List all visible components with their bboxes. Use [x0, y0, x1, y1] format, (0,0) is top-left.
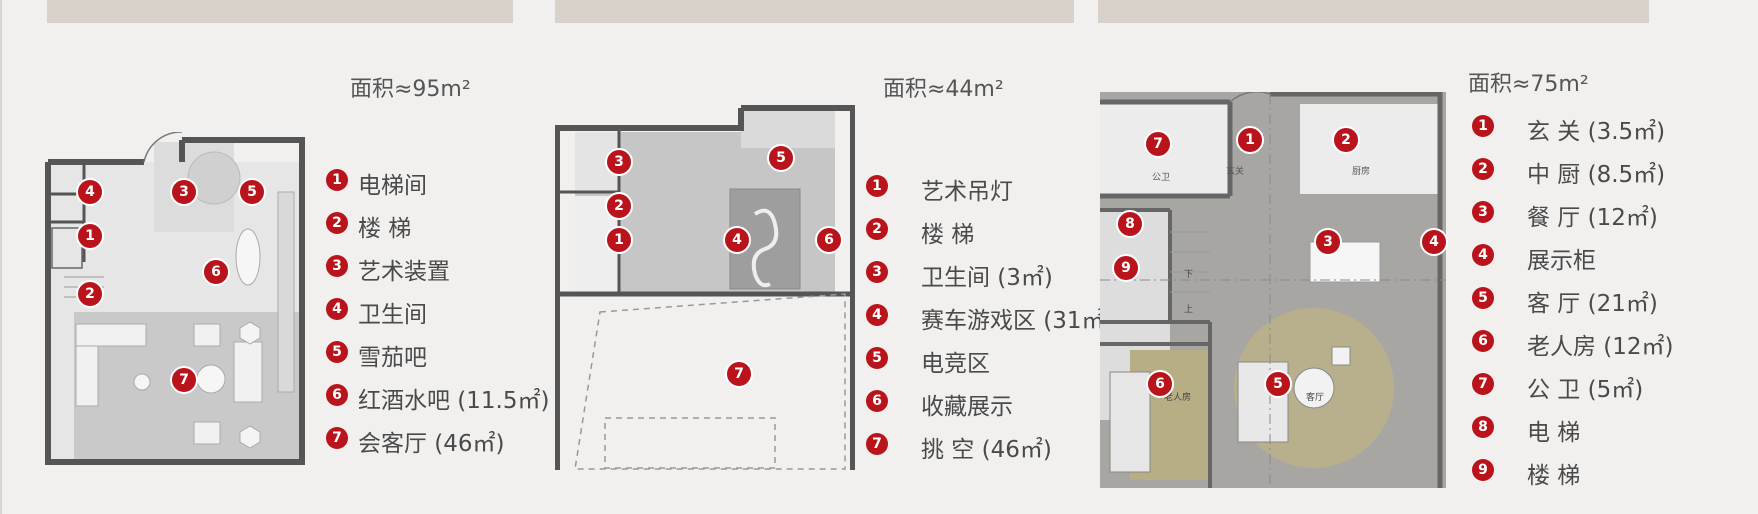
- header-band-2: [555, 0, 1074, 23]
- plan2-marker-4: 4: [723, 226, 751, 254]
- plan2-marker-3: 3: [605, 148, 633, 176]
- legend1-label: 雪茄吧: [358, 345, 427, 371]
- plan2-marker-6: 6: [815, 226, 843, 254]
- plan3-marker-3: 3: [1314, 228, 1342, 256]
- plan3-text-chufang: 厨房: [1352, 167, 1371, 177]
- legend3-num: 5: [1472, 287, 1494, 309]
- legend1-num: 3: [326, 255, 348, 277]
- legend3-label: 客 厅 (21㎡): [1527, 291, 1658, 317]
- plan3-marker-2: 2: [1332, 126, 1360, 154]
- legend3-num: 7: [1472, 373, 1494, 395]
- plan3-text-shang: 上: [1184, 305, 1194, 315]
- plan2-marker-2: 2: [605, 192, 633, 220]
- plan3-text-keting: 客厅: [1306, 393, 1325, 403]
- plan1-marker-3: 3: [170, 178, 198, 206]
- plan1-marker-7: 7: [170, 366, 198, 394]
- plan1-marker-1: 1: [76, 222, 104, 250]
- legend3-num: 9: [1472, 459, 1494, 481]
- legend1-num: 2: [326, 212, 348, 234]
- floor-plan-1: 1 2 3 4 5 6 7: [44, 132, 306, 472]
- legend2-label: 收藏展示: [921, 394, 1013, 420]
- plan3-marker-5: 5: [1264, 370, 1292, 398]
- legend3-label: 电 梯: [1527, 420, 1581, 446]
- plan3-marker-6: 6: [1146, 370, 1174, 398]
- legend3-label: 老人房 (12㎡): [1527, 334, 1674, 360]
- legend1-label: 会客厅 (46㎡): [358, 431, 505, 457]
- plan2-marker-5: 5: [767, 144, 795, 172]
- legend2-label: 电竞区: [921, 351, 990, 377]
- legend1-label: 卫生间: [358, 302, 427, 328]
- legend3-label: 餐 厅 (12㎡): [1527, 205, 1658, 231]
- plan3-text-xia: 下: [1184, 270, 1194, 280]
- legend1-num: 5: [326, 341, 348, 363]
- plan1-marker-5: 5: [238, 178, 266, 206]
- plan3-marker-7: 7: [1144, 130, 1172, 158]
- legend1-label: 艺术装置: [358, 259, 450, 285]
- header-band-3: [1098, 0, 1649, 23]
- legend3-label: 玄 关 (3.5㎡): [1527, 119, 1666, 145]
- legend3-num: 4: [1472, 244, 1494, 266]
- legend2-num: 2: [866, 218, 888, 240]
- legend2-num: 7: [866, 433, 888, 455]
- legend2-num: 6: [866, 390, 888, 412]
- plan1-marker-6: 6: [202, 258, 230, 286]
- floor-plan-3: 公卫 玄关 厨房 老人房 客厅 下 上 1 2 3 4 5 6 7 8 9: [1100, 92, 1448, 488]
- plan3-text-gongwei: 公卫: [1152, 173, 1171, 183]
- plan3-marker-9: 9: [1112, 254, 1140, 282]
- legend2-label: 挑 空 (46㎡): [921, 437, 1052, 463]
- plan3-text-laorenfang: 老人房: [1164, 393, 1192, 403]
- legend3-num: 6: [1472, 330, 1494, 352]
- area-label-2: 面积≈44m²: [883, 77, 1004, 102]
- plan1-marker-4: 4: [76, 178, 104, 206]
- legend2-label: 赛车游戏区 (31㎡): [921, 308, 1114, 334]
- legend1-label: 楼 梯: [358, 216, 412, 242]
- legend2-label: 卫生间 (3㎡): [921, 265, 1053, 291]
- legend1-num: 4: [326, 298, 348, 320]
- legend3-label: 公 卫 (5㎡): [1527, 377, 1644, 403]
- legend1-num: 1: [326, 169, 348, 191]
- legend1-num: 7: [326, 427, 348, 449]
- legend2-label: 艺术吊灯: [921, 179, 1013, 205]
- legend3-num: 1: [1472, 115, 1494, 137]
- plan3-text-xuanguan: 玄关: [1226, 167, 1245, 177]
- legend3-num: 2: [1472, 158, 1494, 180]
- legend3-label: 楼 梯: [1527, 463, 1581, 489]
- area-label-3: 面积≈75m²: [1468, 72, 1589, 97]
- legend1-num: 6: [326, 384, 348, 406]
- plan1-marker-2: 2: [76, 280, 104, 308]
- header-band-1: [47, 0, 513, 23]
- legend2-num: 3: [866, 261, 888, 283]
- legend3-label: 展示柜: [1527, 248, 1596, 274]
- legend3-num: 8: [1472, 416, 1494, 438]
- plan2-marker-1: 1: [605, 226, 633, 254]
- legend1-label: 红酒水吧 (11.5㎡): [358, 388, 550, 414]
- legend3-label: 中 厨 (8.5㎡): [1527, 162, 1666, 188]
- plan2-marker-7: 7: [725, 360, 753, 388]
- legend2-num: 1: [866, 175, 888, 197]
- legend2-label: 楼 梯: [921, 222, 975, 248]
- plan3-marker-1: 1: [1236, 126, 1264, 154]
- floor-plan-2: 1 2 3 4 5 6 7: [555, 104, 855, 474]
- left-edge-line: [0, 0, 2, 514]
- legend2-num: 4: [866, 304, 888, 326]
- legend2-num: 5: [866, 347, 888, 369]
- area-label-1: 面积≈95m²: [350, 77, 471, 102]
- plan3-marker-8: 8: [1116, 210, 1144, 238]
- legend3-num: 3: [1472, 201, 1494, 223]
- legend1-label: 电梯间: [358, 173, 427, 199]
- plan3-marker-4: 4: [1420, 228, 1448, 256]
